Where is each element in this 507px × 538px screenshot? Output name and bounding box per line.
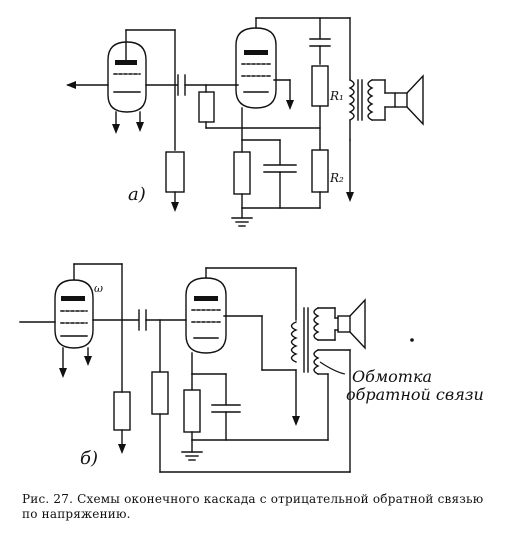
diagram-a: R₁ R₂ (66, 17, 424, 227)
resistor-r1 (311, 65, 329, 107)
output-transformer-a (346, 79, 386, 202)
diagram-b-label: б) (80, 448, 98, 469)
r1-label: R₁ (329, 89, 344, 103)
output-transformer-b (290, 307, 351, 441)
caption-figure-number: Рис. 27. (22, 492, 74, 506)
winding-label-line2: обратной связи (346, 385, 484, 404)
svg-text:ω: ω (94, 282, 103, 295)
figure-caption: Рис. 27. Схемы оконечного каскада с отри… (22, 492, 492, 522)
tube-v1-a (107, 29, 147, 134)
speaker-b (334, 298, 366, 350)
winding-label-line1: Обмотка (352, 367, 432, 386)
tube-v2-a (235, 17, 294, 141)
caption-text: Схемы оконечного каскада с отрицательной… (22, 492, 484, 521)
resistor-r2 (311, 149, 329, 193)
diagram-b: ω (19, 263, 484, 473)
r2-label: R₂ (329, 171, 344, 185)
tube-v1-b: ω (54, 263, 103, 378)
diagram-a-label: а) (128, 184, 146, 205)
tube-v2-b (185, 267, 300, 426)
speaker-a (384, 74, 424, 126)
